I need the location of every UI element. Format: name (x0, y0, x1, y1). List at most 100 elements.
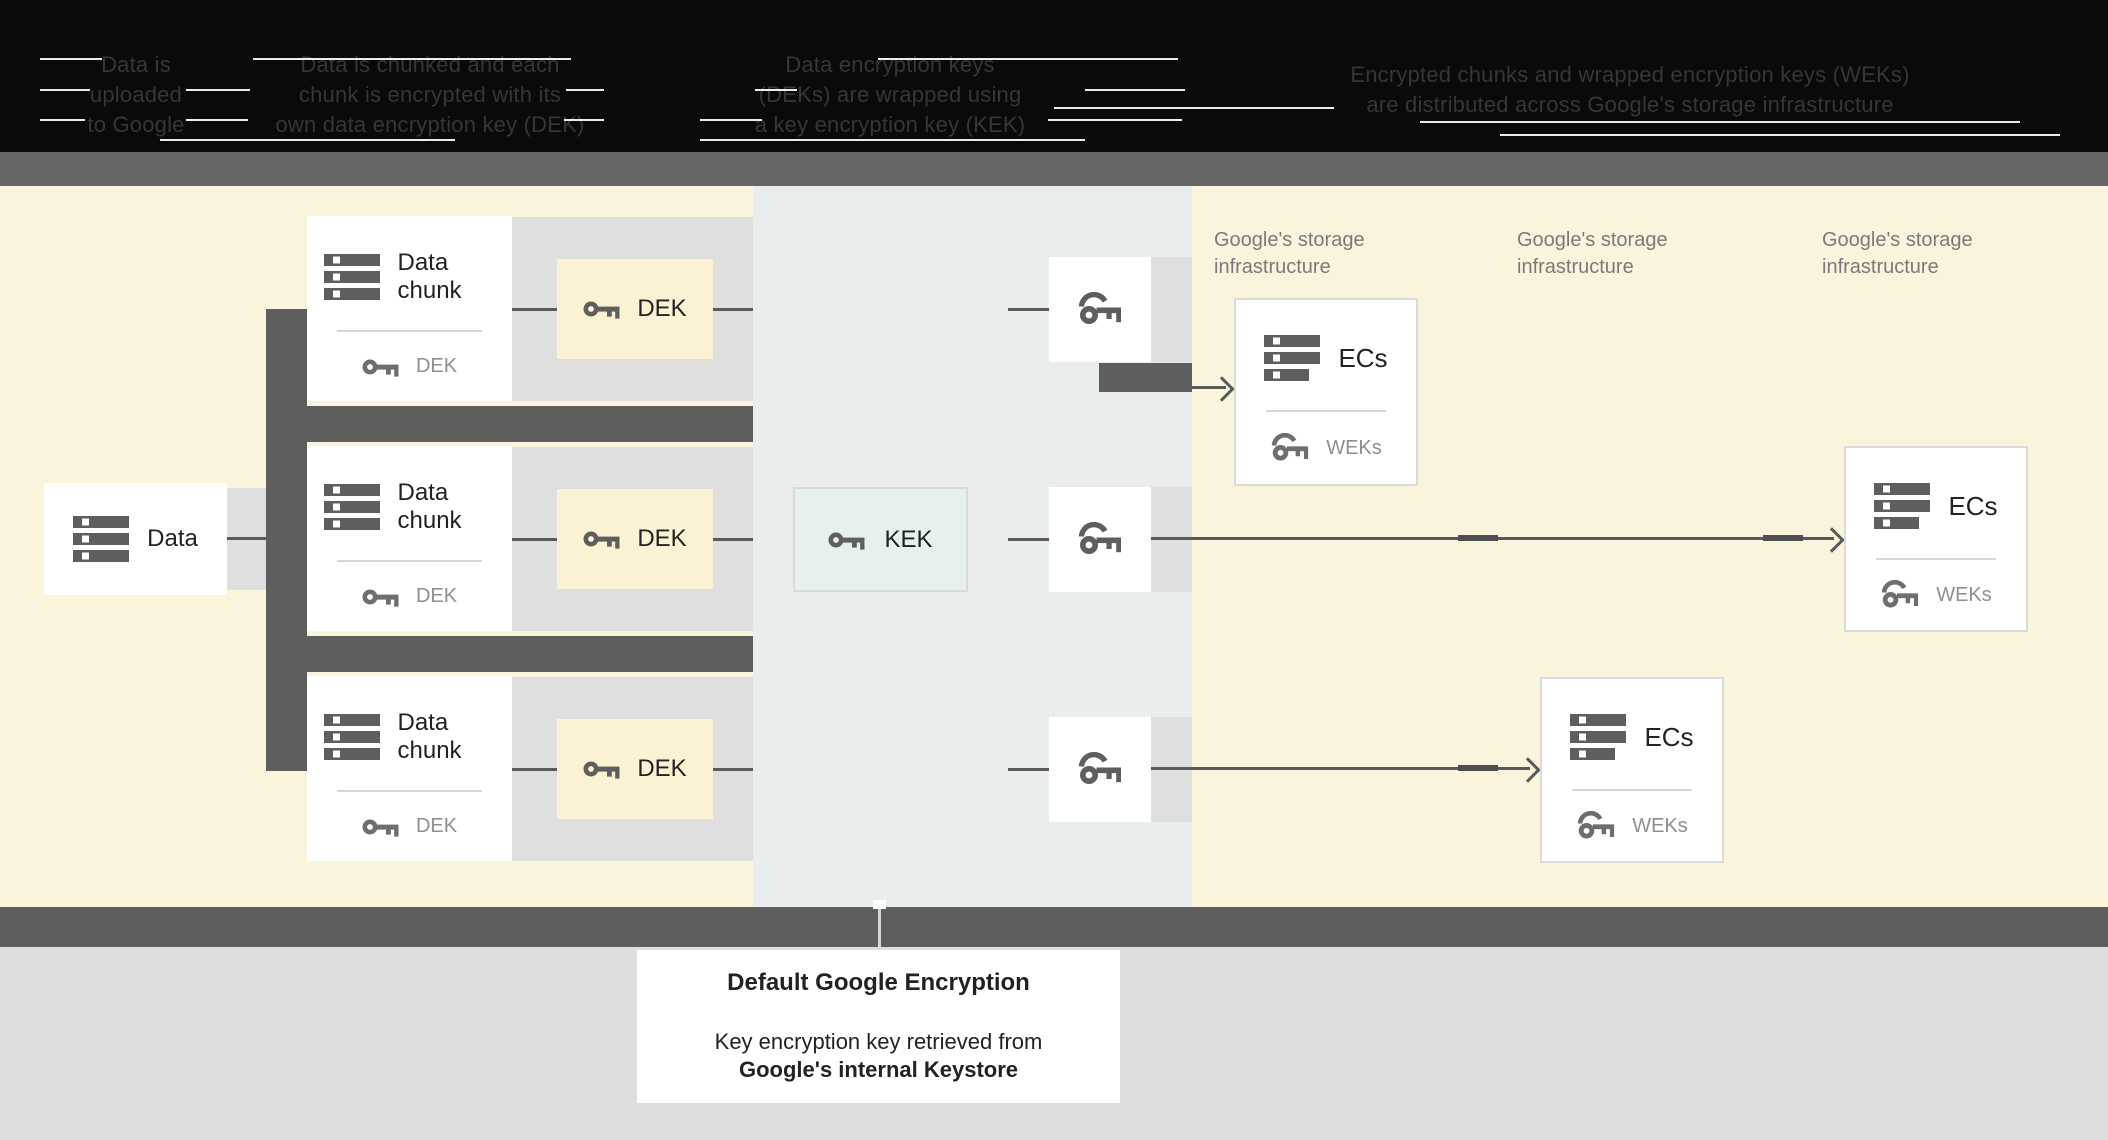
kek-label: KEK (884, 525, 933, 553)
stub-dek3 (713, 768, 753, 771)
caption-line: a key encryption key (KEK) (754, 112, 1026, 137)
ecs-box-1: ECs WEKs (1234, 298, 1418, 486)
caption-line: uploaded (89, 82, 183, 107)
dek-box-1: DEK (557, 259, 713, 359)
wrapped-key-box-3 (1049, 717, 1151, 822)
arrow-thick-segment (1458, 535, 1498, 541)
redaction-streak (1054, 107, 1334, 109)
ecs-label: ECs (1338, 342, 1388, 373)
data-box-label: Data (147, 525, 198, 552)
encrypted-chunks-icon (1264, 335, 1321, 381)
caption-line: Data is chunked and each (300, 52, 560, 77)
stub-dek2 (713, 538, 753, 541)
dek-label: DEK (637, 755, 687, 782)
encrypted-chunks-icon (1570, 714, 1627, 760)
divider (337, 330, 482, 332)
wrapped-key-box-1 (1049, 257, 1151, 362)
key-icon (1880, 580, 1920, 611)
header-caption-chunking: Data is chunked and each chunk is encryp… (245, 50, 615, 140)
redaction-streak (1048, 119, 1182, 121)
data-stack-icon (323, 714, 380, 760)
redaction-streak (1085, 89, 1185, 91)
redaction-streak (160, 139, 455, 141)
encrypted-chunks-icon (1874, 483, 1931, 529)
ecs-label: ECs (1644, 721, 1694, 752)
key-icon (362, 359, 399, 377)
storage-label-2: Google's storage infrastructure (1517, 227, 1767, 281)
divider (337, 790, 482, 792)
arrow-thick-segment (1763, 535, 1803, 541)
footer-caption-box: Default Google Encryption Key encryption… (637, 950, 1120, 1103)
data-chunk-box-3: Data chunk DEK (307, 676, 512, 861)
kek-connector-notch (873, 900, 886, 909)
divider (1572, 789, 1692, 791)
redacted-header-band: Data is uploaded to Google Data is chunk… (0, 0, 2108, 152)
redaction-streak (878, 58, 1178, 60)
connector-vertical-bar (266, 309, 307, 771)
dek-label: DEK (637, 525, 687, 552)
footer-line1: Key encryption key retrieved from (714, 1029, 1043, 1054)
stub-keybox1 (1008, 308, 1049, 311)
data-stack-icon (323, 484, 380, 530)
weks-label: WEKs (1326, 436, 1382, 459)
caption-line: own data encryption key (DEK) (275, 112, 585, 137)
storage-label-line: Google's storage (1517, 229, 1668, 251)
caption-line: Data encryption keys (785, 52, 995, 77)
storage-label-1: Google's storage infrastructure (1214, 227, 1464, 281)
redaction-streak (700, 119, 762, 121)
caption-line: (DEKs) are wrapped using (758, 82, 1022, 107)
data-chunk-box-2: Data chunk DEK (307, 446, 512, 631)
caption-line: chunk is encrypted with its (298, 82, 562, 107)
bottom-divider-bar (0, 907, 2108, 947)
redaction-streak (564, 119, 604, 121)
weks-label: WEKs (1936, 583, 1992, 606)
divider (337, 560, 482, 562)
redaction-streak (186, 119, 248, 121)
storage-label-line: Google's storage (1214, 229, 1365, 251)
redaction-streak (40, 89, 90, 91)
divider (1876, 558, 1996, 560)
chunk-dek-label: DEK (415, 355, 458, 377)
arrow-bar-row1 (1099, 363, 1192, 392)
data-box: Data (44, 483, 227, 595)
stub-keybox3 (1008, 768, 1049, 771)
weks-label: WEKs (1632, 814, 1688, 837)
line-chunk1-to-dek1 (512, 308, 557, 311)
connector-horizontal-bar-1 (266, 406, 753, 442)
key-icon (1077, 292, 1123, 328)
key-icon (583, 761, 620, 779)
redaction-streak (755, 89, 797, 91)
header-caption-upload: Data is uploaded to Google (36, 50, 236, 140)
line-chunk3-to-dek3 (512, 768, 557, 771)
key-icon (1576, 811, 1616, 842)
redaction-streak (253, 58, 571, 60)
storage-label-line: infrastructure (1517, 256, 1634, 278)
key-icon (1077, 522, 1123, 558)
redaction-streak (1500, 134, 2060, 136)
key-icon (1270, 433, 1310, 464)
arrow-line-row1 (1192, 386, 1226, 389)
kek-box: KEK (793, 487, 968, 592)
line-data-to-bar (227, 537, 266, 540)
footer-line2: Google's internal Keystore (738, 1057, 1019, 1082)
key-icon (362, 819, 399, 837)
key-icon (1077, 752, 1123, 788)
key-icon (583, 301, 620, 319)
redaction-streak (40, 58, 102, 60)
stub-keybox2 (1008, 538, 1049, 541)
dek-box-2: DEK (557, 489, 713, 589)
storage-label-3: Google's storage infrastructure (1822, 227, 2072, 281)
connector-horizontal-bar-2 (266, 636, 753, 672)
data-stack-icon (73, 516, 130, 562)
ecs-box-3: ECs WEKs (1540, 677, 1724, 863)
ecs-label: ECs (1948, 490, 1998, 521)
footer-title: Default Google Encryption (727, 969, 1030, 996)
divider (1266, 410, 1386, 412)
data-chunk-label: Data chunk (397, 479, 462, 534)
kek-connector-notch-line (878, 909, 881, 950)
storage-label-line: infrastructure (1214, 256, 1331, 278)
header-divider-bar (0, 152, 2108, 186)
redaction-streak (1420, 121, 2020, 123)
arrow-thick-segment (1458, 765, 1498, 771)
